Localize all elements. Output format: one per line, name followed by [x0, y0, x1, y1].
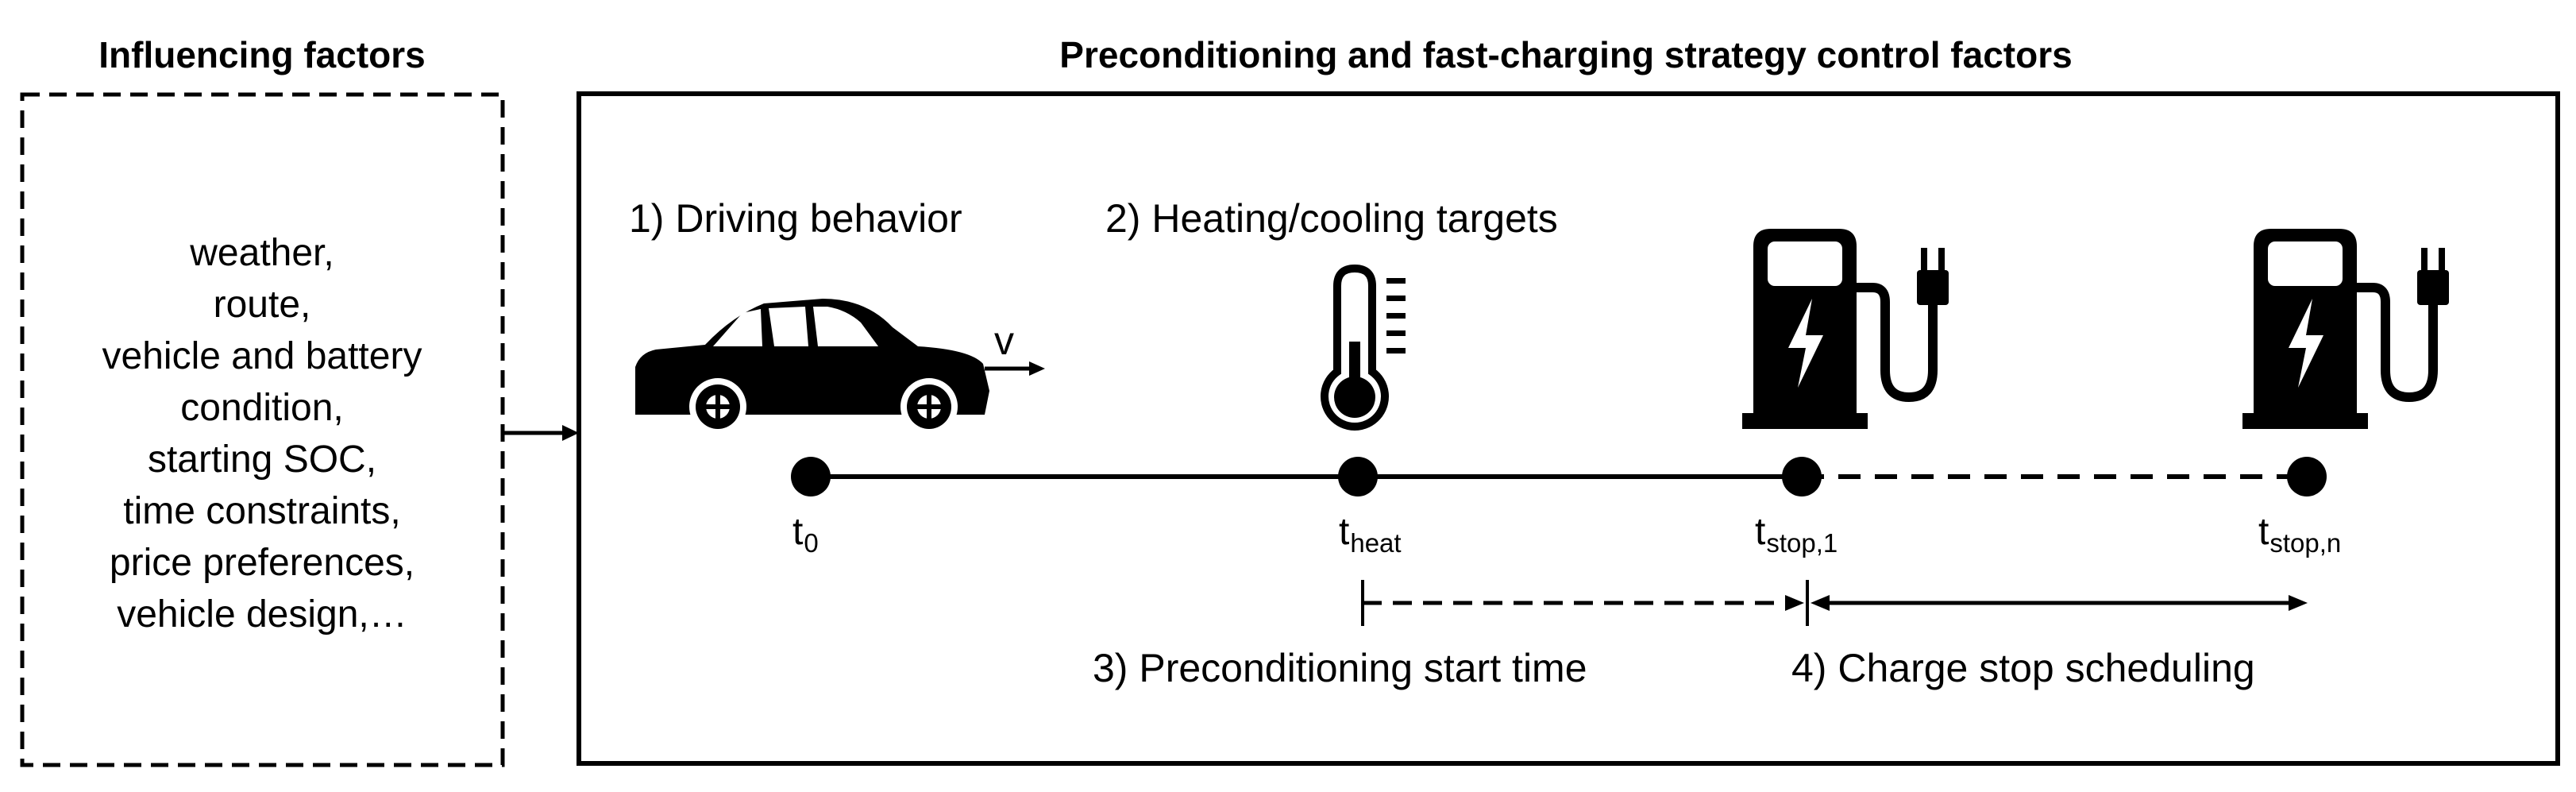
charge-arrowhead-left — [1811, 595, 1830, 611]
theat-label: theat — [1339, 510, 1402, 558]
tstopn-label: tstop,n — [2258, 510, 2341, 558]
factor-item: time constraints, — [123, 490, 401, 532]
factor-item: condition, — [180, 387, 344, 429]
car-icon — [635, 299, 989, 435]
theat-base: t — [1339, 511, 1350, 553]
theat-sub: heat — [1350, 528, 1402, 558]
timeline-point-theat — [1338, 457, 1378, 496]
connector-arrowhead — [562, 425, 579, 441]
timeline-point-t0 — [791, 457, 831, 496]
factor-item: starting SOC, — [147, 438, 377, 481]
charging-station-icon — [2242, 229, 2449, 429]
influencing-factors-box — [20, 92, 505, 767]
tstopn-base: t — [2258, 511, 2269, 553]
charge-arrowhead-right — [2289, 595, 2308, 611]
heating-cooling-label: 2) Heating/cooling targets — [1105, 196, 1558, 241]
factor-item: weather, — [190, 232, 334, 274]
tstop1-base: t — [1755, 511, 1766, 553]
tstop1-label: tstop,1 — [1755, 510, 1838, 558]
factor-item: price preferences, — [109, 542, 415, 584]
t0-sub: 0 — [804, 528, 819, 558]
precond-start-label: 3) Preconditioning start time — [1093, 646, 1587, 690]
velocity-arrowhead — [1029, 361, 1045, 376]
precond-arrowhead — [1785, 595, 1804, 611]
t0-label: t0 — [792, 510, 819, 558]
influencing-factors-list: weather, route, vehicle and battery cond… — [32, 227, 492, 640]
factor-item: route, — [213, 284, 311, 326]
timeline-point-tstopn — [2287, 457, 2327, 496]
velocity-label: v — [994, 319, 1014, 363]
driving-behavior-label: 1) Driving behavior — [629, 196, 962, 241]
factor-item: vehicle design,… — [117, 593, 407, 636]
charge-stop-label: 4) Charge stop scheduling — [1791, 646, 2255, 690]
tstop1-sub: stop,1 — [1766, 528, 1838, 558]
tstopn-sub: stop,n — [2269, 528, 2342, 558]
control-factors-box — [577, 91, 2560, 766]
control-factors-heading: Preconditioning and fast-charging strate… — [1059, 34, 2073, 75]
influencing-factors-heading: Influencing factors — [98, 34, 426, 75]
timeline-point-tstop1 — [1782, 457, 1822, 496]
t0-base: t — [792, 511, 804, 553]
thermometer-icon — [1321, 264, 1406, 431]
charging-station-icon — [1742, 229, 1949, 429]
factor-item: vehicle and battery — [102, 335, 422, 377]
